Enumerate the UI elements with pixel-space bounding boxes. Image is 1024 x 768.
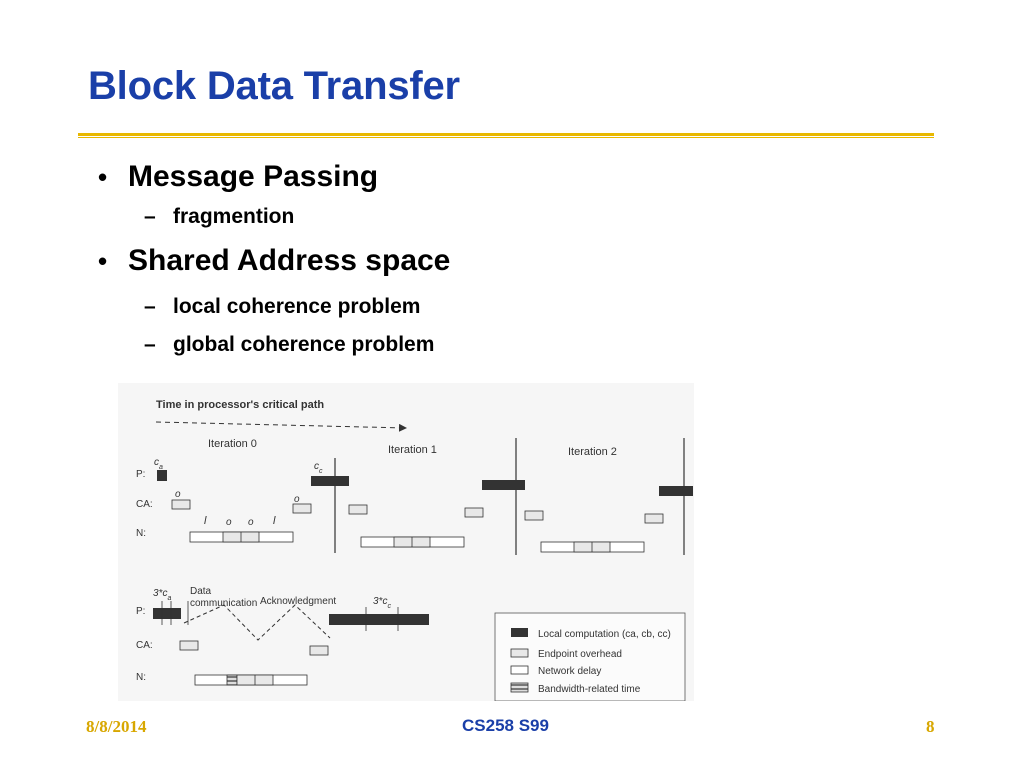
overhead-o-label: o [175,489,181,500]
legend-swatch-bandwidth [510,682,529,693]
bandwidth-time-block [226,674,238,686]
sub-bullet-mark: – [144,295,156,318]
iteration-2-label: Iteration 2 [568,446,617,458]
legend-label-endpoint-overhead: Endpoint overhead [538,649,622,660]
row-label-n: N: [136,528,146,539]
bullet-text: Message Passing [128,160,379,193]
row-label-ca: CA: [136,640,153,651]
cc-annotation: cc [314,461,323,475]
iteration-1-label: Iteration 1 [388,444,437,456]
latency-l-label: l [273,515,276,527]
endpoint-overhead-block [171,499,191,510]
local-computation-block [311,476,349,486]
footer-course: CS258 S99 [462,716,549,735]
block-transfer-timeline-figure: Time in processor's critical path Iterat… [118,383,694,701]
three-cc-annotation: 3*cc [373,596,391,610]
bullet-mark: • [98,246,108,276]
overhead-o-label: o [294,494,300,505]
endpoint-overhead-block [348,504,368,515]
figure-legend: Local computation (ca, cb, cc) Endpoint … [494,612,686,701]
critical-path-header: Time in processor's critical path [156,399,324,411]
timeline-diagram: Time in processor's critical path Iterat… [136,399,693,701]
sub-bullet-mark: – [144,205,156,228]
row-label-p: P: [136,469,145,480]
three-ca-annotation: 3*ca [153,588,171,602]
legend-swatch-network-delay [510,665,529,675]
endpoint-overhead-block [292,503,312,514]
row-label-p: P: [136,606,145,617]
row-label-n: N: [136,672,146,683]
legend-label-bandwidth: Bandwidth-related time [538,684,641,695]
latency-l-label: l [204,515,207,527]
sub-bullet-text: local coherence problem [173,295,421,318]
endpoint-overhead-block [464,507,484,518]
overhead-o-label: o [248,517,254,528]
critical-path-arrow [155,421,407,432]
legend-swatch-endpoint-overhead [510,648,529,658]
footer-page-number: 8 [926,717,935,736]
bullet-text: Shared Address space [128,244,451,277]
overhead-o-label: o [226,517,232,528]
local-computation-block [157,470,167,481]
slide-title: Block Data Transfer [88,64,460,108]
endpoint-overhead-block [524,510,544,521]
communication-path [183,604,331,641]
local-computation-block [659,486,693,496]
legend-label-local-computation: Local computation (ca, cb, cc) [538,629,671,640]
title-underline [78,133,934,136]
iteration-0-label: Iteration 0 [208,438,257,450]
local-computation-block [153,608,181,619]
endpoint-overhead-block [644,513,664,524]
legend-label-network-delay: Network delay [538,666,601,677]
legend-swatch-local-computation [511,628,528,637]
data-communication-label: Data communication [190,586,257,609]
ca-annotation: ca [154,457,163,471]
title-underline-thin [78,137,934,138]
bullet-mark: • [98,162,108,192]
local-computation-block [482,480,525,490]
row-label-ca: CA: [136,499,153,510]
acknowledgment-label: Acknowledgment [260,596,336,607]
sub-bullet-text: fragmention [173,205,295,228]
endpoint-overhead-block [309,645,329,656]
footer-date: 8/8/2014 [86,717,147,736]
endpoint-overhead-block [179,640,199,651]
local-computation-block [329,614,429,625]
sub-bullet-mark: – [144,333,156,356]
sub-bullet-text: global coherence problem [173,333,435,356]
